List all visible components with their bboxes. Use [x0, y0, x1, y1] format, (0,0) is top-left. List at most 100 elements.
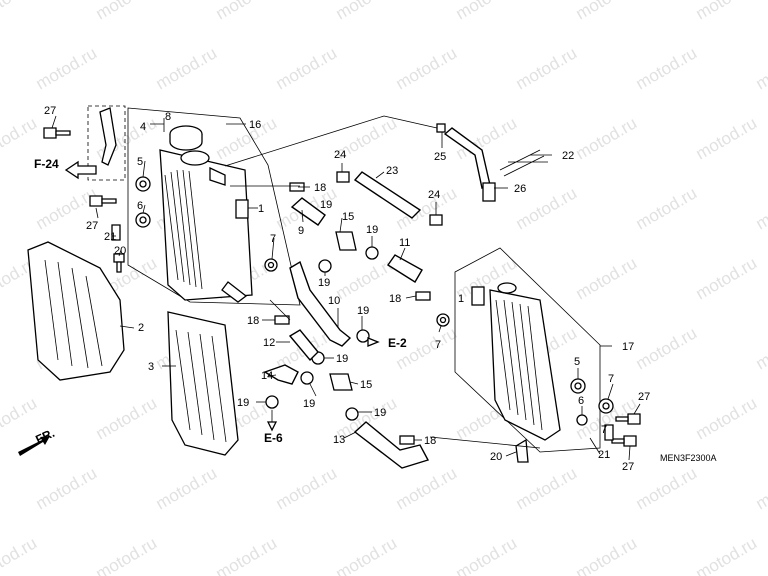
callout-16: 16	[249, 119, 261, 131]
callout-13: 13	[333, 434, 345, 446]
watermark-text: motod.ru	[333, 0, 401, 23]
watermark-text: motod.ru	[513, 43, 581, 93]
left-grille	[167, 311, 239, 456]
watermark-text: motod.ru	[213, 533, 281, 576]
callout-15: 15	[342, 211, 354, 223]
callout-3: 3	[148, 361, 154, 373]
watermark-text: motod.ru	[93, 0, 161, 23]
callout-4: 4	[140, 121, 146, 133]
callout-9: 9	[298, 225, 304, 237]
watermark-text: motod.ru	[0, 0, 40, 23]
watermark-text: motod.ru	[333, 533, 401, 576]
callout-7: 7	[270, 233, 276, 245]
callout-19: 19	[237, 397, 249, 409]
callout-18: 18	[314, 182, 326, 194]
watermark-text: motod.ru	[573, 0, 641, 23]
callout-11: 11	[399, 237, 410, 249]
watermark-text: motod.ru	[0, 113, 40, 163]
watermark-text: motod.ru	[33, 463, 101, 513]
watermark-text: motod.ru	[693, 0, 761, 23]
watermark-text: motod.ru	[573, 113, 641, 163]
watermark-text: motod.ru	[93, 533, 161, 576]
watermark-text: motod.ru	[93, 393, 161, 443]
ref-e6: E-6	[264, 431, 283, 445]
watermark-text: motod.ru	[153, 43, 221, 93]
callout-27: 27	[622, 461, 634, 473]
callout-10: 10	[328, 295, 340, 307]
watermark-text: motod.ru	[693, 393, 761, 443]
watermark-text: motod.ru	[753, 463, 768, 513]
ref-fr: FR.	[33, 426, 56, 447]
callout-19: 19	[366, 224, 378, 236]
watermark-text: motod.ru	[633, 43, 701, 93]
watermark-text: motod.ru	[0, 533, 40, 576]
callout-24: 24	[428, 189, 440, 201]
callout-18: 18	[389, 293, 401, 305]
watermark-text: motod.ru	[213, 0, 281, 23]
watermark-text: motod.ru	[633, 323, 701, 373]
watermark-text: motod.ru	[153, 463, 221, 513]
callout-17: 17	[622, 341, 634, 353]
callout-27: 27	[638, 391, 650, 403]
diagram-code: MEN3F2300A	[660, 453, 717, 463]
watermark-text: motod.ru	[273, 463, 341, 513]
callout-5: 5	[137, 156, 143, 168]
callout-21: 21	[104, 231, 116, 243]
watermark-text: motod.ru	[513, 463, 581, 513]
callout-22: 22	[562, 150, 574, 162]
callout-7: 7	[601, 424, 607, 436]
callout-20: 20	[114, 245, 126, 257]
callout-6: 6	[578, 395, 584, 407]
callout-23: 23	[386, 165, 398, 177]
left-radiator	[43, 105, 301, 306]
callout-7: 7	[435, 339, 441, 351]
callout-19: 19	[303, 398, 315, 410]
watermark-text: motod.ru	[453, 0, 521, 23]
callout-21: 21	[598, 449, 610, 461]
callout-1: 1	[258, 203, 264, 215]
watermark-text: motod.ru	[33, 43, 101, 93]
callout-19: 19	[336, 353, 348, 365]
right-radiator	[436, 247, 641, 463]
callout-14: 14	[261, 370, 273, 382]
ref-e2: E-2	[388, 336, 407, 350]
left-shroud	[27, 241, 125, 381]
watermark-text: motod.ru	[393, 43, 461, 93]
callout-19: 19	[357, 305, 369, 317]
callout-8: 8	[165, 111, 171, 123]
watermark-text: motod.ru	[213, 113, 281, 163]
upper-hoses	[263, 123, 548, 469]
watermark-text: motod.ru	[453, 533, 521, 576]
callout-18: 18	[247, 315, 259, 327]
callout-24: 24	[334, 149, 346, 161]
callout-18: 18	[424, 435, 436, 447]
watermark-text: motod.ru	[273, 43, 341, 93]
watermark-text: motod.ru	[633, 183, 701, 233]
leader-lines	[51, 115, 641, 461]
watermark-text: motod.ru	[693, 113, 761, 163]
callout-19: 19	[374, 407, 386, 419]
callout-2: 2	[138, 322, 144, 334]
callout-26: 26	[514, 183, 526, 195]
watermark-text: motod.ru	[393, 463, 461, 513]
callout-7: 7	[608, 373, 614, 385]
callout-25: 25	[434, 151, 446, 163]
watermark-text: motod.ru	[753, 43, 768, 93]
watermark-text: motod.ru	[693, 253, 761, 303]
callout-19: 19	[318, 277, 330, 289]
watermark-text: motod.ru	[753, 323, 768, 373]
watermark-text: motod.ru	[573, 253, 641, 303]
callout-6: 6	[137, 200, 143, 212]
callout-12: 12	[263, 337, 275, 349]
watermark-text: motod.ru	[573, 533, 641, 576]
callout-20: 20	[490, 451, 502, 463]
reference-arrows	[18, 160, 380, 456]
watermark-text: motod.ru	[633, 463, 701, 513]
watermark-text: motod.ru	[693, 533, 761, 576]
callout-27: 27	[44, 105, 56, 117]
callout-1: 1	[458, 293, 464, 305]
callout-5: 5	[574, 356, 580, 368]
ref-front: F-24	[34, 157, 59, 171]
